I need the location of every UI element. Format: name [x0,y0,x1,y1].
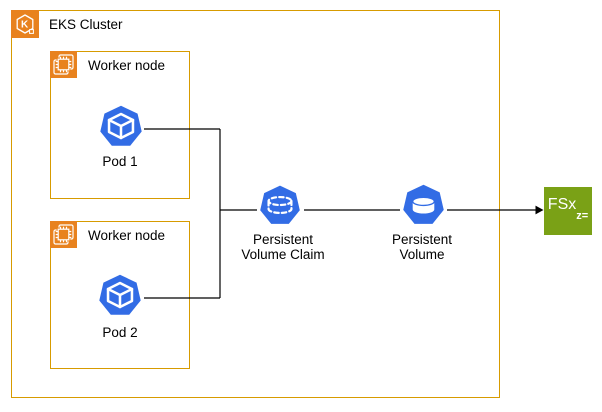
pod-label: Pod 2 [102,325,138,340]
persistent-volume-claim-icon [260,185,300,224]
pv-label-line2: Volume [399,247,445,262]
worker-node-label: Worker node [88,228,166,243]
pvc-label-line1: Persistent [252,232,314,247]
arrowhead-icon [535,205,544,215]
fsx-label-text: FSx [547,196,577,213]
eks-cluster-box: K EKS Cluster [11,10,500,398]
pod-icon [99,274,141,315]
eks-icon: K [11,10,39,38]
svg-text:K: K [21,20,29,31]
worker-node-box-1: Worker node [50,51,190,199]
pv-label-line1: Persistent [391,232,453,247]
fsx-label-sub: z= [576,210,589,222]
pod-label: Pod 1 [102,154,138,169]
eks-cluster-label: EKS Cluster [49,17,123,32]
cpu-icon [50,51,77,78]
worker-node-box-2: Worker node [50,221,190,369]
cpu-icon [50,221,77,248]
pv-label: Persistent Volume [352,232,492,262]
pvc-label: Persistent Volume Claim [213,232,353,262]
pvc-label-line2: Volume Claim [241,247,325,262]
worker-node-label: Worker node [88,58,166,73]
persistent-volume-icon [403,184,444,224]
pod-icon [100,105,142,146]
